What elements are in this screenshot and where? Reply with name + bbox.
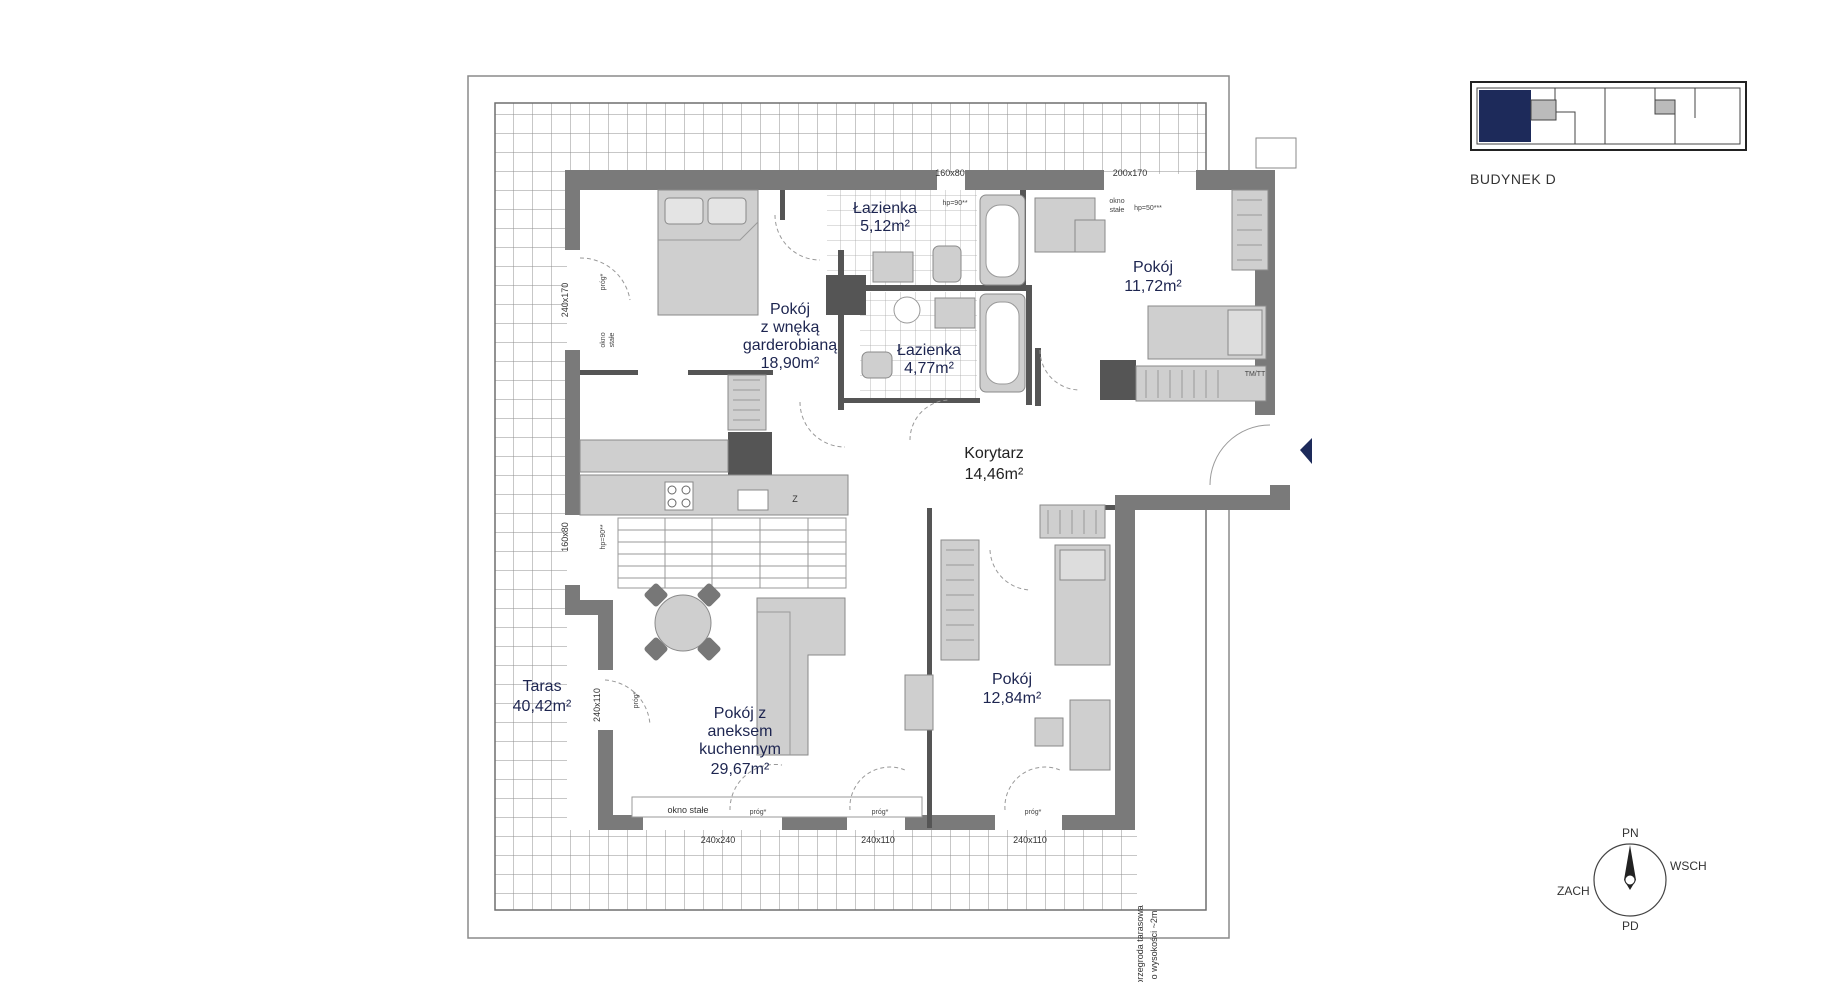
bath2-fixtures [861,293,1026,393]
threshold-label: próg* [1025,809,1042,816]
fixed-window-label: stałe [1110,207,1125,214]
room-bath1-name: Łazienka [853,200,917,217]
room-se-area: 12,84m² [983,690,1042,707]
partition-label: przegroda tarasowa [1135,905,1145,982]
room-corridor-name: Korytarz [964,445,1024,462]
fixed-window-label: okno [1109,198,1124,205]
room-living-area: 29,67m² [711,761,770,778]
fridge-label: Z [792,494,798,504]
room-bedroom-line3: garderobianą [743,337,837,354]
bath1-fixtures [872,194,1026,286]
fixed-window-label: stałe [609,333,616,348]
room-living-line2: aneksem [708,723,773,740]
compass-s: PD [1622,919,1639,933]
dining-table [644,583,721,661]
room-ne-furniture [1034,189,1269,402]
sill-height-label: hp=90** [942,200,967,207]
fixed-window-label: okno stałe [667,805,708,815]
sill-height-label: hp=50*** [1134,205,1162,212]
compass-rose: PN WSCH PD ZACH [1557,826,1707,933]
kitchen-counter [579,439,849,516]
sofa [756,597,846,756]
window-size-label: 240x110 [861,835,895,845]
room-bedroom-line2: z wnęką [761,319,820,336]
room-terrace-area: 40,42m² [513,698,572,715]
entrance-marker-icon [1300,438,1312,464]
column [728,432,772,480]
tv-cabinet [904,674,934,731]
room-bath2-area: 4,77m² [904,360,954,377]
room-se-furniture [940,504,1111,771]
room-ne-name: Pokój [1133,259,1173,276]
fixed-window-label: okno [600,332,607,347]
window-size-label: 240x110 [592,688,602,722]
room-living-line1: Pokój z [714,705,766,722]
annotations: 160x80 hp=90** 200x170 okno stałe hp=50*… [560,168,1266,982]
window-size-label: 240x240 [701,835,736,845]
threshold-label: próg* [750,809,767,816]
kitchen-bar-stripes [617,517,847,589]
window-size-label: 160x80 [560,522,570,552]
building-label: BUDYNEK D [1470,171,1556,187]
room-labels: Pokój z wnęką garderobianą 18,90m² Łazie… [513,200,1183,778]
window-size-label: 240x110 [1013,835,1047,845]
room-se-name: Pokój [992,671,1032,688]
compass-n: PN [1622,826,1639,840]
room-bedroom-area: 18,90m² [761,355,820,372]
window-size-label: 240x170 [560,283,570,318]
room-bedroom-line1: Pokój [770,301,810,318]
threshold-label: próg* [633,691,640,708]
window-size-label: 160x80 [935,168,965,178]
door-swings [579,214,1271,811]
compass-w: ZACH [1557,884,1590,898]
room-terrace-name: Taras [522,678,561,695]
room-ne-area: 11,72m² [1124,278,1182,295]
partition-label: o wysokości ~2m [1149,911,1159,980]
window-size-label: 200x170 [1113,168,1148,178]
bed-nw [657,189,759,316]
building-key-plan: BUDYNEK D [1470,81,1747,187]
wardrobe-nook [727,374,767,431]
window-sill [631,796,923,818]
threshold-label: próg* [872,809,889,816]
room-living-line3: kuchennym [699,741,781,758]
washer-dryer-label: TM/TT [1245,371,1266,378]
room-corridor-area: 14,46m² [965,466,1024,483]
room-bath1-area: 5,12m² [860,218,910,235]
compass-e: WSCH [1670,859,1707,873]
threshold-label: próg* [600,273,607,290]
room-bath2-name: Łazienka [897,342,961,359]
exterior-walls [565,170,1290,830]
sill-height-label: hp=90** [600,524,607,549]
